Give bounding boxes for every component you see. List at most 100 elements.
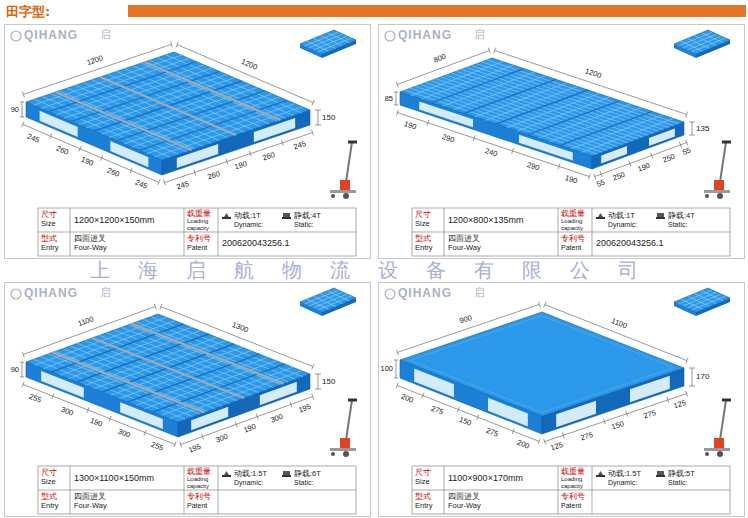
spec-table-cell: 型式 (41, 492, 57, 501)
dimension-tick (544, 302, 546, 308)
logo-mark (11, 289, 21, 299)
thumbnail-top (674, 288, 730, 312)
dimension-tick (396, 383, 398, 389)
load-icon (222, 217, 231, 219)
steel-bar (100, 77, 236, 135)
dimension-tick (394, 360, 398, 361)
dimension-tick (194, 170, 196, 176)
dimension-line (396, 360, 397, 378)
dimension-line (397, 51, 489, 85)
thumbnail-top (300, 288, 356, 312)
dimension-tick (130, 168, 132, 174)
dimension-tick (312, 394, 314, 400)
dimension-tick (154, 304, 156, 310)
thumbnail-grid (304, 290, 338, 304)
dimension-line (495, 50, 687, 114)
dimension-tick (394, 92, 398, 93)
dimension-tick (538, 439, 540, 445)
spec-table (412, 466, 730, 514)
spec-table-cell: 专利号 (561, 234, 585, 243)
dimension-tick (315, 125, 321, 126)
dimension-tick (626, 411, 628, 417)
spec-table-cell: Static: (668, 479, 687, 487)
thumbnail-grid (307, 41, 329, 51)
spec-table-cell: Four-Way (448, 502, 481, 511)
load-icon (598, 213, 603, 217)
dimension-tick (394, 378, 398, 379)
thumbnail-grid (687, 36, 721, 50)
deck-rib (528, 101, 620, 135)
spec-table (412, 208, 730, 256)
spec-table-cell: Four-Way (74, 244, 107, 253)
dimension-tick (22, 382, 24, 388)
table-rule (592, 466, 593, 514)
dimension-tick (180, 442, 182, 448)
load-icon (282, 475, 291, 477)
spec-table-cell: Patent (187, 502, 207, 510)
logo-mark (385, 289, 395, 299)
spec-table-cell: Static: (294, 221, 313, 229)
table-rule (592, 208, 593, 256)
load-icon (282, 217, 291, 219)
deck-grid (539, 104, 631, 138)
table-rule (38, 232, 356, 233)
thumbnail-grid (327, 291, 349, 301)
thumbnail-grid (313, 36, 347, 50)
dimension-tick (312, 130, 314, 136)
pallet-top (400, 58, 684, 156)
dimension-tick (22, 122, 24, 128)
thumbnail-grid (678, 290, 712, 304)
dimension-line (318, 374, 319, 389)
thumbnail-grid (687, 294, 721, 308)
dimension-tick (512, 429, 514, 435)
dimension-label: 85 (385, 94, 393, 103)
logo-text: 启 (474, 286, 485, 299)
spec-table-cell: 静载:6T (294, 470, 321, 479)
spec-table-cell: 尺寸 (415, 468, 431, 477)
load-icon (224, 213, 229, 217)
load-icon (283, 471, 290, 475)
jack-wheel (717, 193, 723, 199)
jack-wheel (717, 451, 723, 457)
dimension-line (595, 143, 687, 177)
spec-table-cell: 200620043256.1 (596, 238, 664, 248)
dimension-label: 90 (11, 105, 19, 114)
panel-frame (379, 283, 745, 517)
dimension-tick (87, 407, 89, 413)
dimension-tick (589, 174, 591, 180)
dimension-tick (20, 362, 24, 363)
dimension-tick (164, 180, 166, 186)
dimension-tick (539, 302, 541, 308)
load-icon (596, 475, 605, 477)
dimension-tick (651, 153, 653, 159)
watermark: 上海启航物流设备有限公司 (90, 259, 666, 281)
thumbnail-grid (318, 296, 352, 310)
deck-grid (441, 77, 633, 141)
dimension-tick (477, 415, 479, 421)
dimension-line (177, 45, 313, 103)
steel-bar (144, 62, 280, 120)
dimension-tick (144, 430, 146, 436)
deck-rib (432, 69, 524, 103)
deck-rib (560, 111, 652, 145)
dimension-tick (226, 159, 228, 165)
spec-table-cell: 载重量 (561, 209, 585, 218)
dimension-line (692, 122, 693, 135)
table-rule (70, 466, 71, 514)
thumbnail-grid (314, 38, 336, 48)
deck-rim (410, 316, 674, 413)
spec-table-cell: 四面进叉 (74, 234, 106, 243)
spec-table-cell: 200620043256.1 (222, 238, 290, 248)
thumbnail-grid (694, 36, 716, 46)
thumbnail-grid (320, 294, 342, 304)
dimension-line (23, 44, 171, 94)
jack-handle (346, 142, 352, 182)
jack-grip (722, 399, 731, 402)
spec-table (38, 466, 356, 514)
dimension-line (22, 102, 23, 117)
dimension-tick (312, 364, 314, 370)
dimension-tick (23, 92, 25, 98)
spec-table-cell: Loading capacity (187, 218, 217, 231)
panel-frame (5, 25, 371, 259)
table-rule (412, 232, 730, 233)
